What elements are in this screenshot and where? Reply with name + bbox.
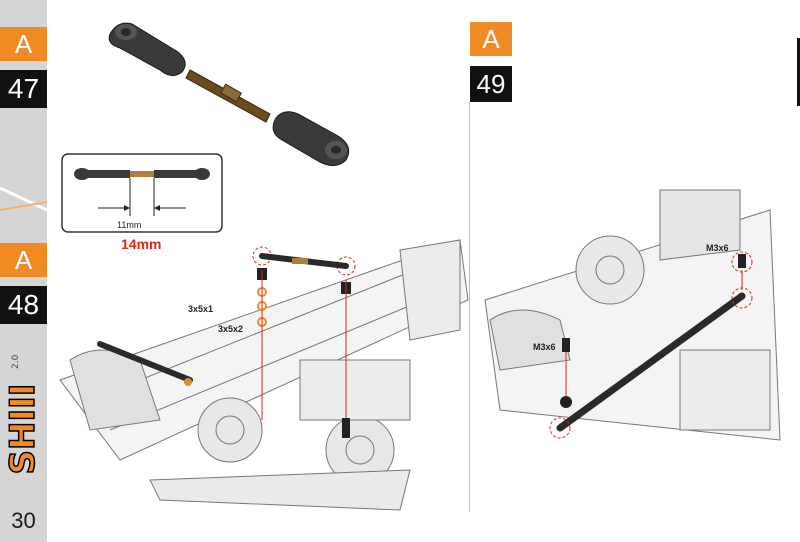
step49-steering-rod-icon	[549, 251, 753, 439]
step-letter-49: A	[470, 22, 512, 56]
step-number-47: 47	[0, 70, 47, 108]
inset-dimension-label: 11mm	[117, 220, 142, 230]
chassis-right-drawing	[484, 189, 781, 441]
column-divider	[469, 102, 470, 512]
turnbuckle-rod-icon	[185, 69, 271, 123]
step-number-49: 49	[470, 66, 512, 102]
brand-logo-icon: SHIII 2.0	[6, 355, 42, 475]
washer-label-2: 3x5x2	[218, 324, 244, 334]
step-letter-48: A	[0, 243, 47, 277]
step48-turnbuckle-icon	[252, 246, 356, 438]
ball-cup-bottom-icon	[272, 111, 350, 166]
edge-tab-mark	[797, 38, 800, 106]
ball-cup-top-icon	[108, 22, 186, 76]
step-letter-47: A	[0, 27, 47, 61]
inset-assembled-rod	[61, 153, 223, 233]
inset-length-label: 14mm	[121, 236, 162, 252]
step-number-48: 48	[0, 286, 47, 324]
steering-rod-left-icon	[97, 341, 193, 386]
svg-text:SHIII: SHIII	[6, 384, 42, 475]
page-number: 30	[11, 508, 36, 533]
svg-text:2.0: 2.0	[11, 355, 21, 369]
chassis-left-drawing	[59, 239, 469, 511]
washer-label-1: 3x5x1	[188, 304, 214, 314]
screw-label-top: M3x6	[706, 243, 729, 253]
screw-label-left: M3x6	[533, 342, 556, 352]
sidebar-slash-decoration	[0, 186, 47, 212]
